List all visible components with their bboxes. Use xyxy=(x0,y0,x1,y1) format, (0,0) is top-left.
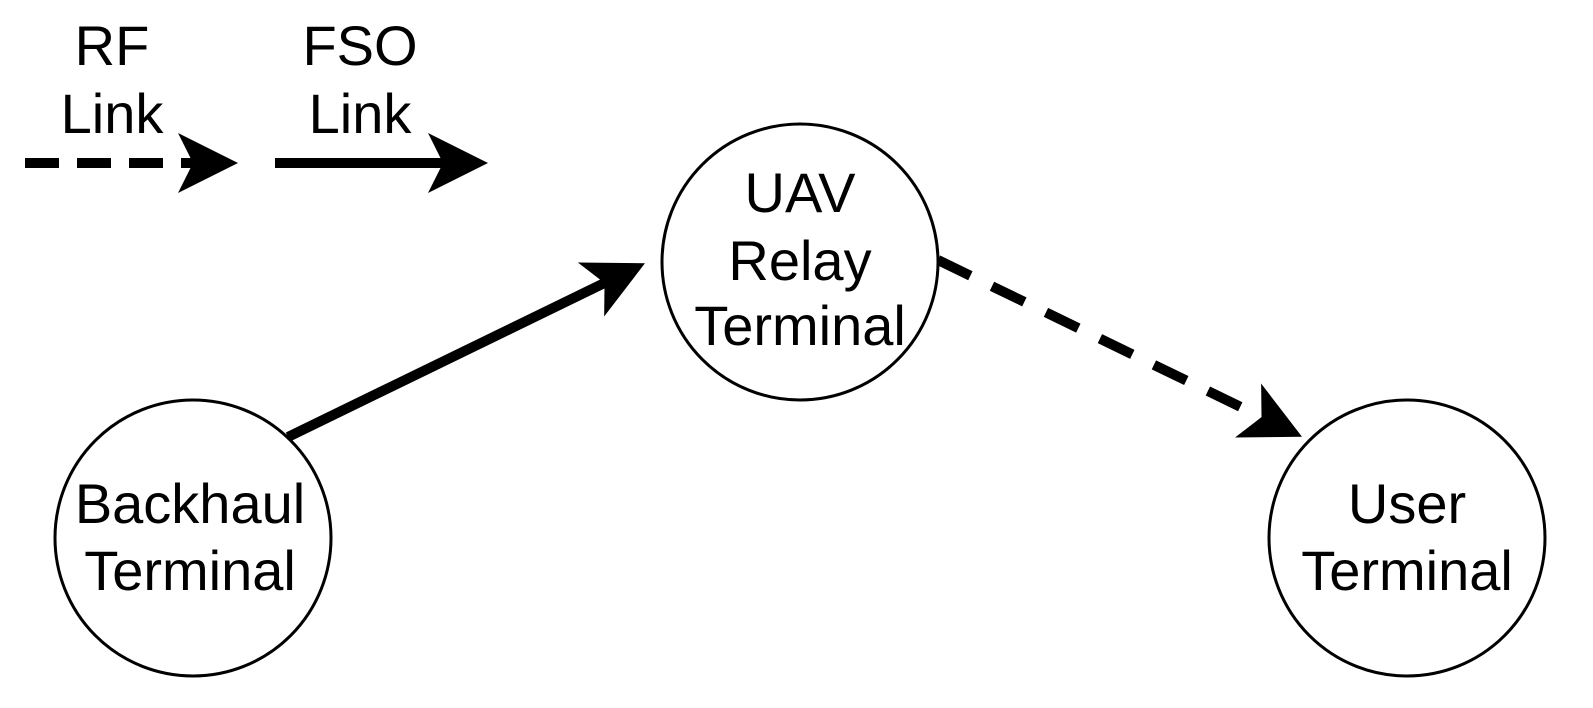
backhaul-label-line2: Terminal xyxy=(84,539,296,602)
edges xyxy=(285,255,1302,442)
legend-rf: RF Link xyxy=(25,14,238,193)
user-node-circle xyxy=(1267,398,1547,678)
uav-label-line1: UAV xyxy=(745,161,857,224)
node-user-terminal: User Terminal xyxy=(1267,398,1547,678)
legend-fso: FSO Link xyxy=(275,14,488,193)
legend-rf-label-line2: Link xyxy=(61,82,165,145)
node-backhaul-terminal: Backhaul Terminal xyxy=(53,398,333,678)
user-label-line1: User xyxy=(1348,472,1466,535)
uav-label-line3: Terminal xyxy=(694,294,906,357)
backhaul-node-circle xyxy=(53,398,333,678)
uav-node-circle xyxy=(660,122,940,402)
edge-backhaul-to-uav-fso xyxy=(285,262,645,442)
edge-uav-to-user-rf xyxy=(935,255,1302,438)
node-uav-relay-terminal: UAV Relay Terminal xyxy=(660,122,940,402)
legend: RF Link FSO Link xyxy=(25,14,488,193)
user-label-line2: Terminal xyxy=(1301,539,1513,602)
legend-rf-label-line1: RF xyxy=(75,14,150,77)
backhaul-label-line1: Backhaul xyxy=(75,472,305,535)
legend-fso-label-line1: FSO xyxy=(302,14,417,77)
legend-fso-label-line2: Link xyxy=(309,82,413,145)
uav-label-line2: Relay xyxy=(728,229,871,292)
